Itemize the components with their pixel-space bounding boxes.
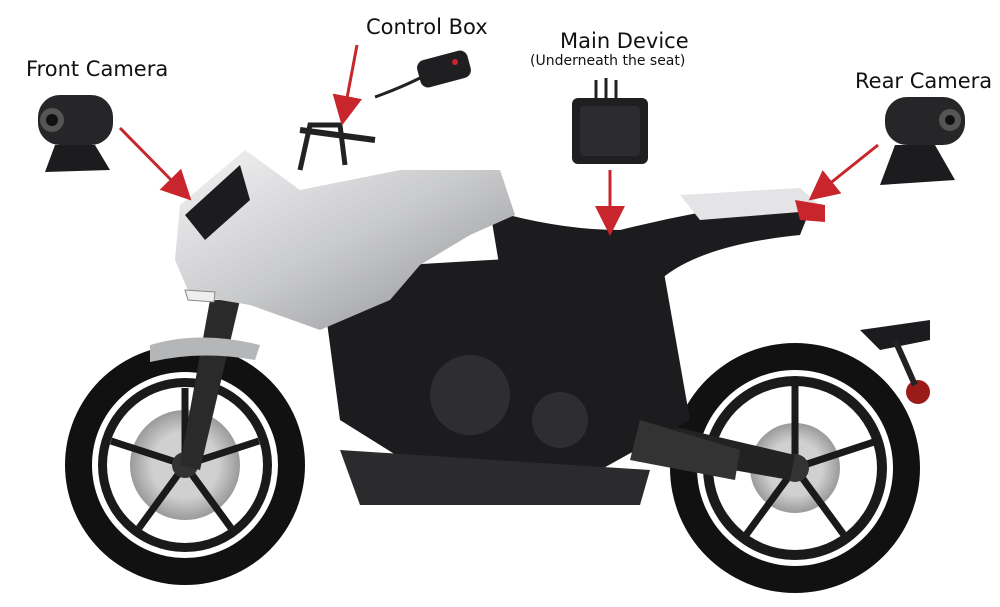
seat-and-tail: [490, 188, 825, 290]
control-box-arrow: [332, 44, 363, 126]
main-device-image: [572, 78, 648, 164]
main-device-note: (Underneath the seat): [530, 53, 686, 69]
motorcycle-frame: [150, 250, 930, 505]
control-box-image: [374, 50, 471, 99]
front-camera-arrow: [118, 126, 192, 201]
fairing: [175, 122, 515, 330]
front-camera-label: Front Camera: [26, 57, 169, 81]
rear-camera-image: [880, 97, 965, 185]
control-box-label: Control Box: [366, 15, 488, 39]
rear-camera-arrow: [808, 143, 879, 201]
rear-camera-label: Rear Camera: [855, 69, 993, 93]
front-camera-image: [38, 95, 113, 172]
main-device-label: Main Device: [560, 29, 689, 53]
